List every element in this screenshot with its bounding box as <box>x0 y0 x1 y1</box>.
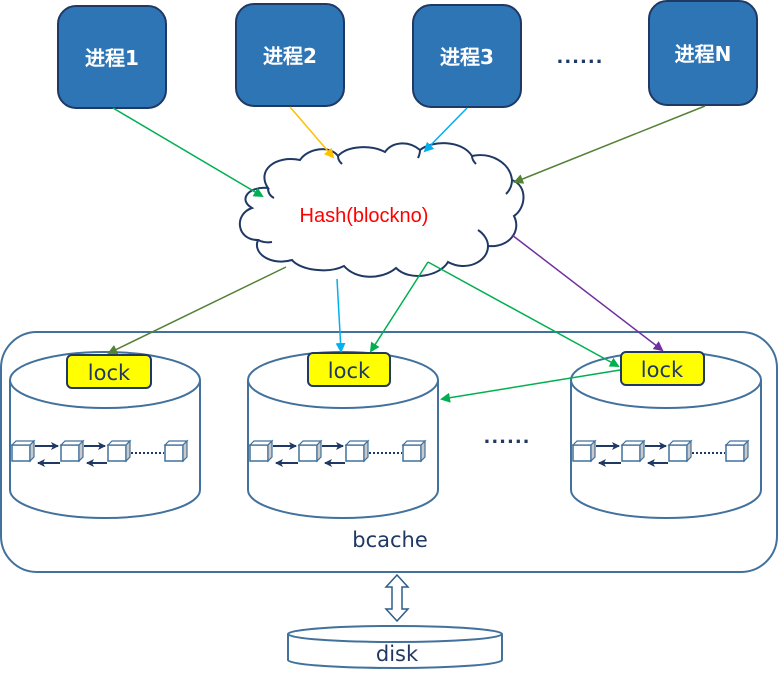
arrow-pn-hash <box>513 105 706 184</box>
lock-badge: lock <box>66 354 152 389</box>
arrow-p2-hash <box>289 106 335 159</box>
hash-cloud: Hash(blockno) <box>238 142 525 278</box>
bucket-1: lock <box>9 351 201 519</box>
lock-label: lock <box>641 358 684 382</box>
lock-label: lock <box>328 359 371 383</box>
disk-label: disk <box>376 642 419 666</box>
process-label: 进程1 <box>85 46 139 70</box>
process-node-3: 进程3 <box>412 4 522 108</box>
process-node-2: 进程2 <box>235 3 345 107</box>
bcache-label: bcache <box>352 528 428 552</box>
bucket-ellipsis: ...... <box>483 427 530 448</box>
process-node-1: 进程1 <box>57 5 167 109</box>
arrow-hash-lock1 <box>107 266 287 355</box>
arrow-hash-lock3-purple <box>511 234 664 352</box>
arrow-hash-lock2-cyan <box>335 278 346 353</box>
lock-badge: lock <box>307 352 391 387</box>
process-label: 进程2 <box>263 44 317 68</box>
lock-label: lock <box>88 361 131 385</box>
arrow-p1-hash <box>112 107 264 198</box>
disk: disk <box>287 625 503 669</box>
process-label: 进程3 <box>440 45 494 69</box>
process-label: 进程N <box>675 42 732 66</box>
hash-label: Hash(blockno) <box>300 205 429 227</box>
lock-badge: lock <box>620 351 705 386</box>
double-arrow-icon <box>384 573 410 623</box>
arrow-hash-lock3-green <box>427 261 620 367</box>
process-node-n: 进程N <box>648 0 758 106</box>
arrow-lock3-bucket2 <box>440 369 621 403</box>
arrow-hash-lock2-green <box>369 261 429 353</box>
process-ellipsis: ...... <box>556 47 603 68</box>
bucket-2: lock <box>247 351 439 519</box>
bucket-3: lock <box>570 351 762 519</box>
arrow-p3-hash <box>423 107 468 153</box>
